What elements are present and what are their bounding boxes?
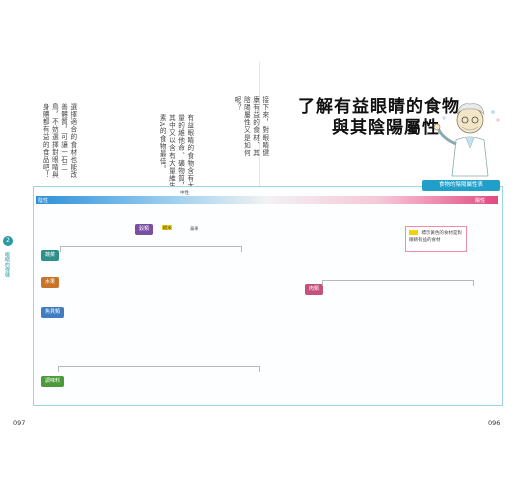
category-seasoning: 調味料 [41, 376, 65, 387]
doctor-mascot-illustration [433, 103, 500, 177]
scale-hot-label: 陽性 [475, 198, 486, 204]
scale-cold-label: 陰性 [38, 198, 49, 204]
category-meat: 肉類 [305, 284, 324, 295]
body-paragraph-3: 選擇適合的食材也能改善體質，可讓一石二鳥，不妨選擇對眼睛與身體都有益的食品吧！ [41, 103, 77, 179]
food-item: 糙米 [162, 225, 173, 230]
chapter-number-tab: 2 [3, 236, 13, 246]
food-chart-frame [33, 186, 503, 406]
page-number-left: 097 [13, 419, 26, 427]
range-bracket [322, 280, 474, 286]
body-paragraph-1: 接下來，對眼睛健康有益的食材、其陰陽屬性又是如何呢？ [233, 96, 269, 157]
chart-title-tag: 食物的陰陽屬性表 [422, 180, 500, 191]
category-vegetables: 蔬菜 [41, 250, 60, 261]
category-seafood: 魚貝類 [41, 307, 65, 318]
range-bracket [58, 366, 260, 372]
page-number-right: 096 [488, 419, 501, 427]
category-fruit: 水果 [41, 277, 60, 288]
chart-legend: 標示黃色的食材是對眼睛有益的食材 [405, 226, 467, 252]
legend-highlight-swatch [409, 230, 418, 235]
food-item: 蘋果 [190, 226, 199, 231]
page-title-line-2: 與其陰陽屬性 [332, 118, 440, 138]
category-grains: 穀類 [135, 224, 154, 235]
body-paragraph-2: 有益眼睛的食物含有大量的維他命、礦物質，其中又以含有大量維生素A的食物最佳。 [158, 114, 194, 190]
page-title-line-1: 了解有益眼睛的食物 [298, 97, 460, 117]
chapter-label: 眼睛的保健 [4, 252, 10, 277]
legend-text: 標示黃色的食材是對眼睛有益的食材 [409, 231, 462, 243]
yin-yang-scale-bar [36, 196, 498, 204]
scale-center-label: 中性 [180, 191, 189, 196]
range-bracket [60, 246, 242, 252]
